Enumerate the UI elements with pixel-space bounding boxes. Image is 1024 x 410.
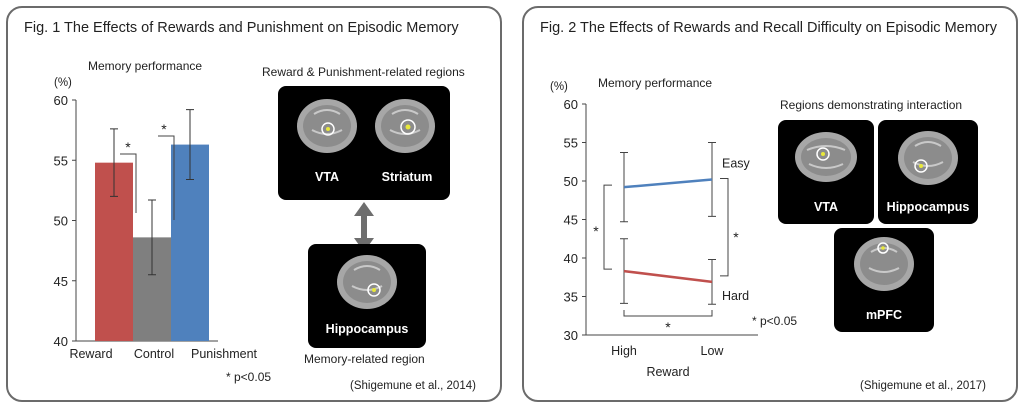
x-tick-label-1-1: Control [134,347,174,361]
region-label-hippocampus-2: Hippocampus [886,200,970,214]
x-axis-label-2: Reward [646,365,689,379]
region-label-striatum: Striatum [381,170,433,184]
x-tick-label-1-2: Punishment [191,347,258,361]
memory-region-caption: Memory-related region [304,352,425,366]
sig-bracket-2-1 [720,177,729,277]
region-label-hippocampus-1: Hippocampus [325,322,409,336]
sig-bracket-1-1 [158,135,175,220]
line-hard [623,269,713,284]
brain-scan-striatum [375,99,435,153]
x-tick-label-1-0: Reward [69,347,112,361]
figure-1-title: Fig. 1 The Effects of Rewards and Punish… [24,20,459,36]
y-tick-label-2-4: 50 [564,174,578,189]
brain-tile-mpfc: mPFC [834,228,934,332]
double-arrow-icon [354,202,374,252]
chart-1-title: Memory performance [88,59,203,73]
regions-heading-1: Reward & Punishment-related regions [262,65,465,79]
sig-star-1-0: * [125,139,131,155]
y-tick-label-1-1: 45 [54,274,68,289]
figure-2-panel: Fig. 2 The Effects of Rewards and Recall… [522,6,1018,402]
sig-bracket-2-2 [623,310,713,317]
brain-tile-group-1: VTA Striatum [278,86,450,200]
brain-scan-hippocampus-2 [898,131,958,185]
y-unit-1: (%) [54,77,72,89]
figure-1-panel: Fig. 1 The Effects of Rewards and Punish… [6,6,502,402]
brain-scan-hippocampus-1 [337,255,397,309]
sig-bracket-1-0 [120,153,137,213]
y-tick-label-1-3: 55 [54,153,68,168]
x-tick-label-2-1: Low [701,344,725,358]
y-tick-label-2-2: 40 [564,251,578,266]
x-tick-label-2-0: High [611,344,637,358]
citation-1: (Shigemune et al., 2014) [350,380,476,392]
brain-scan-mpfc [854,237,914,291]
region-label-mpfc: mPFC [865,308,903,322]
region-label-vta-1: VTA [314,170,340,184]
regions-heading-2: Regions demonstrating interaction [780,98,963,112]
brain-tile-hippocampus-2: Hippocampus [878,120,978,224]
citation-2: (Shigemune et al., 2017) [860,380,986,392]
sig-star-2-2: * [665,319,671,335]
series-label-easy: Easy [722,156,751,170]
error-bar-punishment [186,109,194,181]
y-tick-label-1-0: 40 [54,334,68,349]
y-tick-label-1-4: 60 [54,93,68,108]
brain-scan-vta [297,99,357,153]
error-bar-control [148,199,156,276]
significance-note-2: * p<0.05 [752,314,798,328]
error-bar-reward [110,128,118,197]
y-tick-label-2-1: 35 [564,290,578,305]
figure-2-title: Fig. 2 The Effects of Rewards and Recall… [540,20,997,36]
sig-star-2-0: * [593,223,599,239]
brain-tile-hippocampus-1: Hippocampus [308,244,426,348]
line-easy [623,178,713,189]
chart-2-title: Memory performance [598,76,713,90]
y-unit-2: (%) [550,81,568,93]
y-tick-label-2-5: 55 [564,136,578,151]
brain-tile-vta-2: VTA [778,120,874,224]
y-tick-label-2-0: 30 [564,328,578,343]
y-tick-label-2-3: 45 [564,213,578,228]
region-label-vta-2: VTA [813,200,839,214]
sig-star-2-1: * [733,229,739,245]
sig-star-1-1: * [161,121,167,137]
brain-scan-vta-2 [795,132,857,182]
y-tick-label-2-6: 60 [564,97,578,112]
sig-bracket-2-0 [603,184,612,270]
significance-note-1: * p<0.05 [226,370,272,384]
series-label-hard: Hard [722,289,749,303]
y-tick-label-1-2: 50 [54,214,68,229]
